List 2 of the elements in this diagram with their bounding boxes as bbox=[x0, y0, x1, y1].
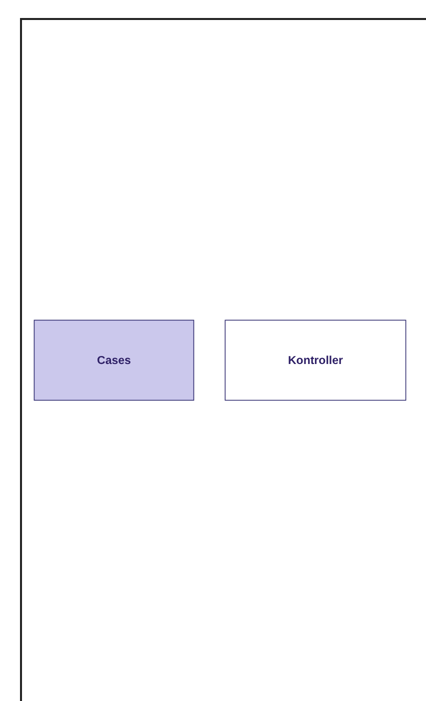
node-box: Kontroller bbox=[224, 320, 406, 400]
node-box: Cases bbox=[34, 320, 194, 400]
